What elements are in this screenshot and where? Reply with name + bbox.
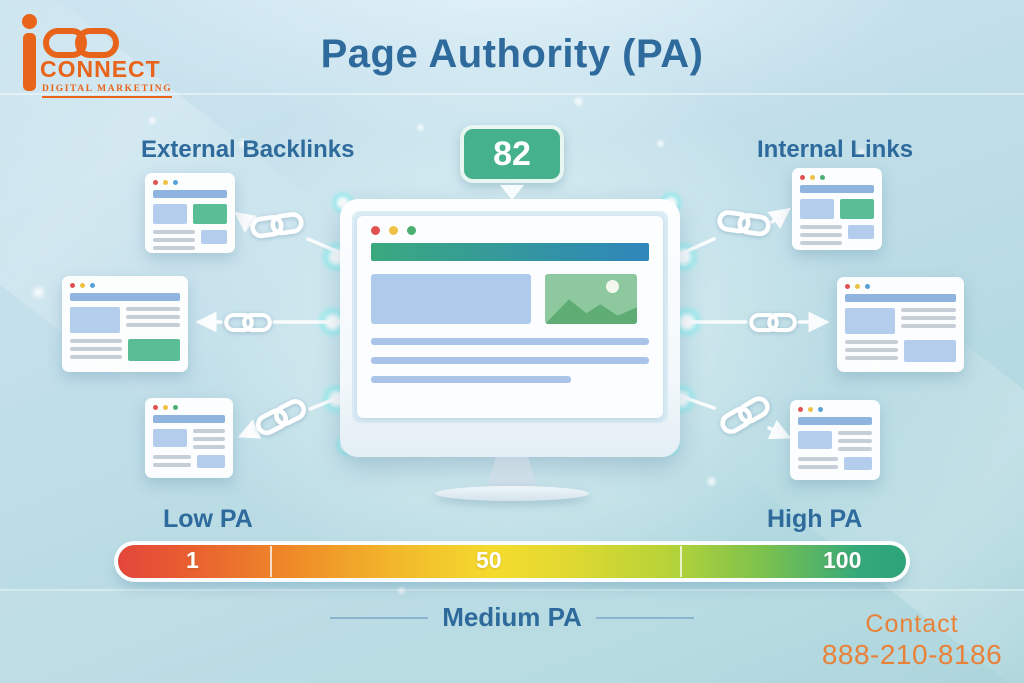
bokeh-dot — [706, 476, 717, 487]
bokeh-dot — [31, 285, 46, 300]
thumbnail-header-bar — [70, 293, 180, 301]
thumbnail-header-bar — [798, 417, 872, 425]
bokeh-dot — [148, 116, 157, 125]
thumbnail-header-bar — [800, 185, 874, 193]
label-low-pa: Low PA — [163, 505, 253, 533]
thumbnail-header-bar — [845, 294, 956, 302]
footer-divider — [0, 589, 1024, 591]
website-thumbnail-top-right — [792, 168, 882, 250]
score-value: 82 — [493, 134, 531, 173]
divider-line — [595, 616, 695, 619]
website-thumbnail-bottom-right — [790, 400, 880, 480]
window-dots — [798, 407, 872, 412]
label-internal-links: Internal Links — [757, 136, 914, 163]
green-dot-icon — [407, 226, 416, 235]
medium-pa-row: Medium PA — [330, 602, 695, 633]
window-dots — [70, 283, 180, 288]
contact-block: Contact 888-210-8186 — [812, 610, 1012, 671]
image-placeholder — [545, 274, 637, 324]
pa-scale-bar: 1 50 100 — [118, 545, 906, 578]
page-title: Page Authority (PA) — [320, 32, 704, 76]
score-badge-pointer — [500, 185, 524, 200]
website-thumbnail-top-left — [145, 173, 235, 253]
scale-divider — [680, 546, 682, 577]
window-dots — [153, 405, 225, 410]
browser-window — [357, 216, 663, 418]
monitor-stand-base — [435, 486, 589, 501]
divider-line — [330, 616, 429, 619]
bokeh-dot — [238, 138, 249, 149]
window-dots — [800, 175, 874, 180]
text-line — [371, 357, 649, 364]
website-thumbnail-mid-left — [62, 276, 188, 372]
chain-link-icon — [224, 312, 272, 333]
label-medium-pa: Medium PA — [442, 602, 582, 632]
text-line — [371, 376, 572, 383]
thumbnail-header-bar — [153, 415, 225, 423]
window-dots — [153, 180, 227, 185]
logo-i-stem — [23, 33, 36, 91]
contact-label: Contact — [865, 610, 959, 638]
text-line — [371, 338, 649, 345]
scale-tick-mid: 50 — [476, 547, 502, 573]
scale-tick-min: 1 — [186, 547, 199, 573]
footer-band — [0, 591, 1024, 683]
sun-icon — [606, 280, 619, 293]
website-thumbnail-bottom-left — [145, 398, 233, 478]
bokeh-dot — [857, 148, 866, 157]
title-underline — [0, 93, 1024, 95]
company-logo: CONNECT DIGITAL MARKETING — [16, 8, 196, 100]
chain-link-icon — [720, 396, 770, 434]
bokeh-dot — [573, 96, 584, 107]
red-dot-icon — [371, 226, 380, 235]
content-block — [371, 274, 531, 324]
window-dots — [371, 226, 649, 235]
mountain-icon — [545, 299, 637, 324]
yellow-dot-icon — [389, 226, 398, 235]
logo-chain-icon — [43, 28, 119, 58]
logo-i-dot — [22, 14, 37, 29]
label-external-backlinks: External Backlinks — [141, 136, 355, 163]
contact-phone: 888-210-8186 — [821, 639, 1003, 670]
browser-header-bar — [371, 243, 649, 261]
monitor — [340, 199, 680, 457]
scale-tick-max: 100 — [823, 547, 862, 573]
chain-link-icon — [749, 312, 797, 333]
label-high-pa: High PA — [767, 505, 863, 533]
monitor-stand-neck — [487, 456, 537, 489]
logo-tagline: DIGITAL MARKETING — [42, 84, 173, 98]
score-badge: 82 — [460, 125, 564, 183]
website-thumbnail-mid-right — [837, 277, 964, 372]
bokeh-dot — [397, 586, 406, 595]
bokeh-dot — [416, 123, 425, 132]
bokeh-dot — [656, 139, 665, 148]
thumbnail-header-bar — [153, 190, 227, 198]
scale-divider — [270, 546, 272, 577]
logo-brand-text: CONNECT — [40, 56, 161, 82]
window-dots — [845, 284, 956, 289]
